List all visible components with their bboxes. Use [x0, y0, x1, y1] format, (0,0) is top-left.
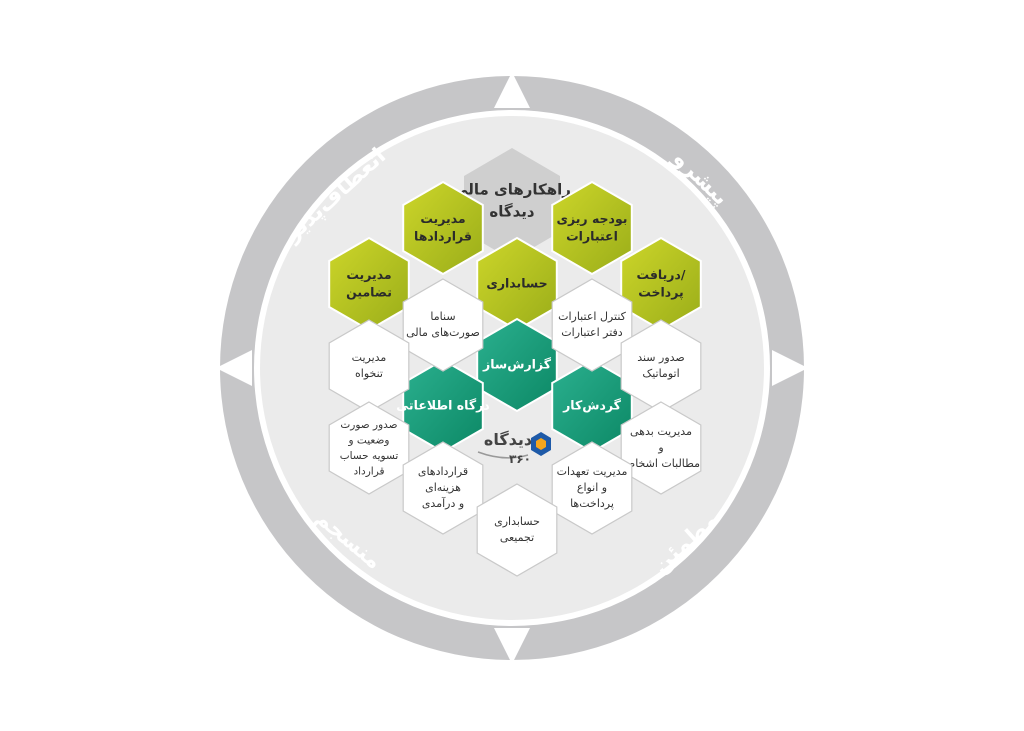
hex-contracts-label-line: قراردادها	[414, 228, 472, 243]
hex-sanama: سناما صورت‌های مالی	[402, 278, 484, 372]
hex-commitments: مدیریت تعهدات و انواع پرداخت‌ها	[551, 441, 633, 535]
hex-statement: صدور صورت وضعیت و تسویه حساب قرارداد	[328, 401, 410, 495]
hex-budget-label-line: بودجه ریزی	[556, 211, 627, 226]
hex-statement-shape	[328, 401, 410, 495]
hex-budget-label-line: اعتبارات	[566, 228, 618, 243]
hex-credit-control: کنترل اعتبارات دفتر اعتبارات	[551, 278, 633, 372]
hex-auto-doc-label-line: صدور سند	[637, 351, 685, 364]
hex-commitments-label-line: مدیریت تعهدات	[557, 465, 628, 478]
hex-debts-label-line: مدیریت بدهی	[630, 425, 692, 438]
hex-guarantees: مدیریت تضامین	[328, 236, 410, 332]
hex-guarantees-label-line: مدیریت	[346, 267, 391, 282]
title-line-1: راهکارهای مالی	[453, 181, 571, 199]
hex-commitments-shape	[551, 441, 633, 535]
hex-cost-contracts-label-line: هزینه‌ای	[425, 481, 461, 494]
hex-contracts-label-line: مدیریت	[420, 211, 465, 226]
hex-cost-contracts-shape	[402, 441, 484, 535]
hex-accounting-label-line: حسابداری	[486, 276, 547, 291]
hex-credit-control-shape	[551, 278, 633, 372]
hex-statement-label-line: قرارداد	[353, 465, 384, 477]
didgah-logo: دیدگاه ۳۶۰	[477, 430, 551, 466]
hex-petty-cash-label-line: مدیریت	[352, 351, 387, 364]
hex-credit-control-label-line: کنترل اعتبارات	[558, 310, 627, 323]
didgah-logo-icon	[531, 432, 551, 456]
hex-grid: بودجه ریزی اعتبارات مدیریت قراردادها حسابدار…	[328, 180, 702, 577]
hex-guarantees-label-line: تضامین	[346, 284, 392, 299]
hex-debts: مدیریت بدهی و مطالبات اشخاص	[620, 401, 702, 495]
hex-contracts: مدیریت قراردادها	[402, 180, 484, 276]
hex-workflow-label-line: گردش‌کار	[562, 398, 622, 413]
hex-sanama-label-line: صورت‌های مالی	[406, 326, 480, 339]
hex-statement-label-line: وضعیت و	[348, 434, 390, 446]
hex-infoportal-label-line: درگاه اطلاعاتی	[396, 398, 489, 413]
title-line-2: دیدگاه	[489, 203, 535, 221]
hex-debts-shape	[620, 401, 702, 495]
hex-debts-label-line: و	[657, 441, 663, 454]
logo-swoosh	[477, 451, 529, 459]
hex-budget: بودجه ریزی اعتبارات	[551, 180, 633, 276]
hex-sanama-shape	[402, 278, 484, 372]
hex-statement-label-line: صدور صورت	[340, 419, 397, 431]
title-hex: راهکارهای مالی دیدگاه	[453, 148, 571, 260]
hex-debts-label-line: مطالبات اشخاص	[622, 457, 700, 470]
hex-consolidated-label-line: حسابداری	[494, 515, 540, 528]
hex-consolidated-shape	[476, 483, 558, 577]
hex-cost-contracts-label-line: قراردادهای	[418, 465, 468, 478]
hex-petty-cash: مدیریت تنخواه	[328, 319, 410, 413]
hex-credit-control-label-line: دفتر اعتبارات	[561, 326, 622, 339]
hex-cost-contracts-label-line: و درآمدی	[422, 496, 464, 510]
hex-commitments-label-line: و انواع	[577, 481, 607, 494]
hex-sanama-label-line: سناما	[430, 310, 455, 323]
hex-receipt-payment-label-line: دریافت/	[637, 267, 686, 282]
hex-contracts-shape	[402, 180, 484, 276]
hex-consolidated: حسابداری تجمیعی	[476, 483, 558, 577]
ring-separators	[216, 72, 808, 664]
hex-receipt-payment-label-line: پرداخت	[638, 284, 683, 299]
hex-commitments-label-line: پرداخت‌ها	[570, 497, 614, 510]
hex-reportbuilder-label-line: گزارش‌ساز	[482, 357, 552, 372]
hex-consolidated-label-line: تجمیعی	[500, 531, 534, 544]
logo-sub: ۳۶۰	[509, 452, 531, 466]
hex-cost-contracts: قراردادهای هزینه‌ای و درآمدی	[402, 441, 484, 535]
hex-statement-label-line: تسویه حساب	[340, 450, 399, 462]
hex-auto-doc-label-line: اتوماتیک	[642, 367, 679, 380]
logo-name: دیدگاه	[484, 430, 532, 449]
hex-petty-cash-label-line: تنخواه	[355, 367, 383, 380]
hex-budget-shape	[551, 180, 633, 276]
